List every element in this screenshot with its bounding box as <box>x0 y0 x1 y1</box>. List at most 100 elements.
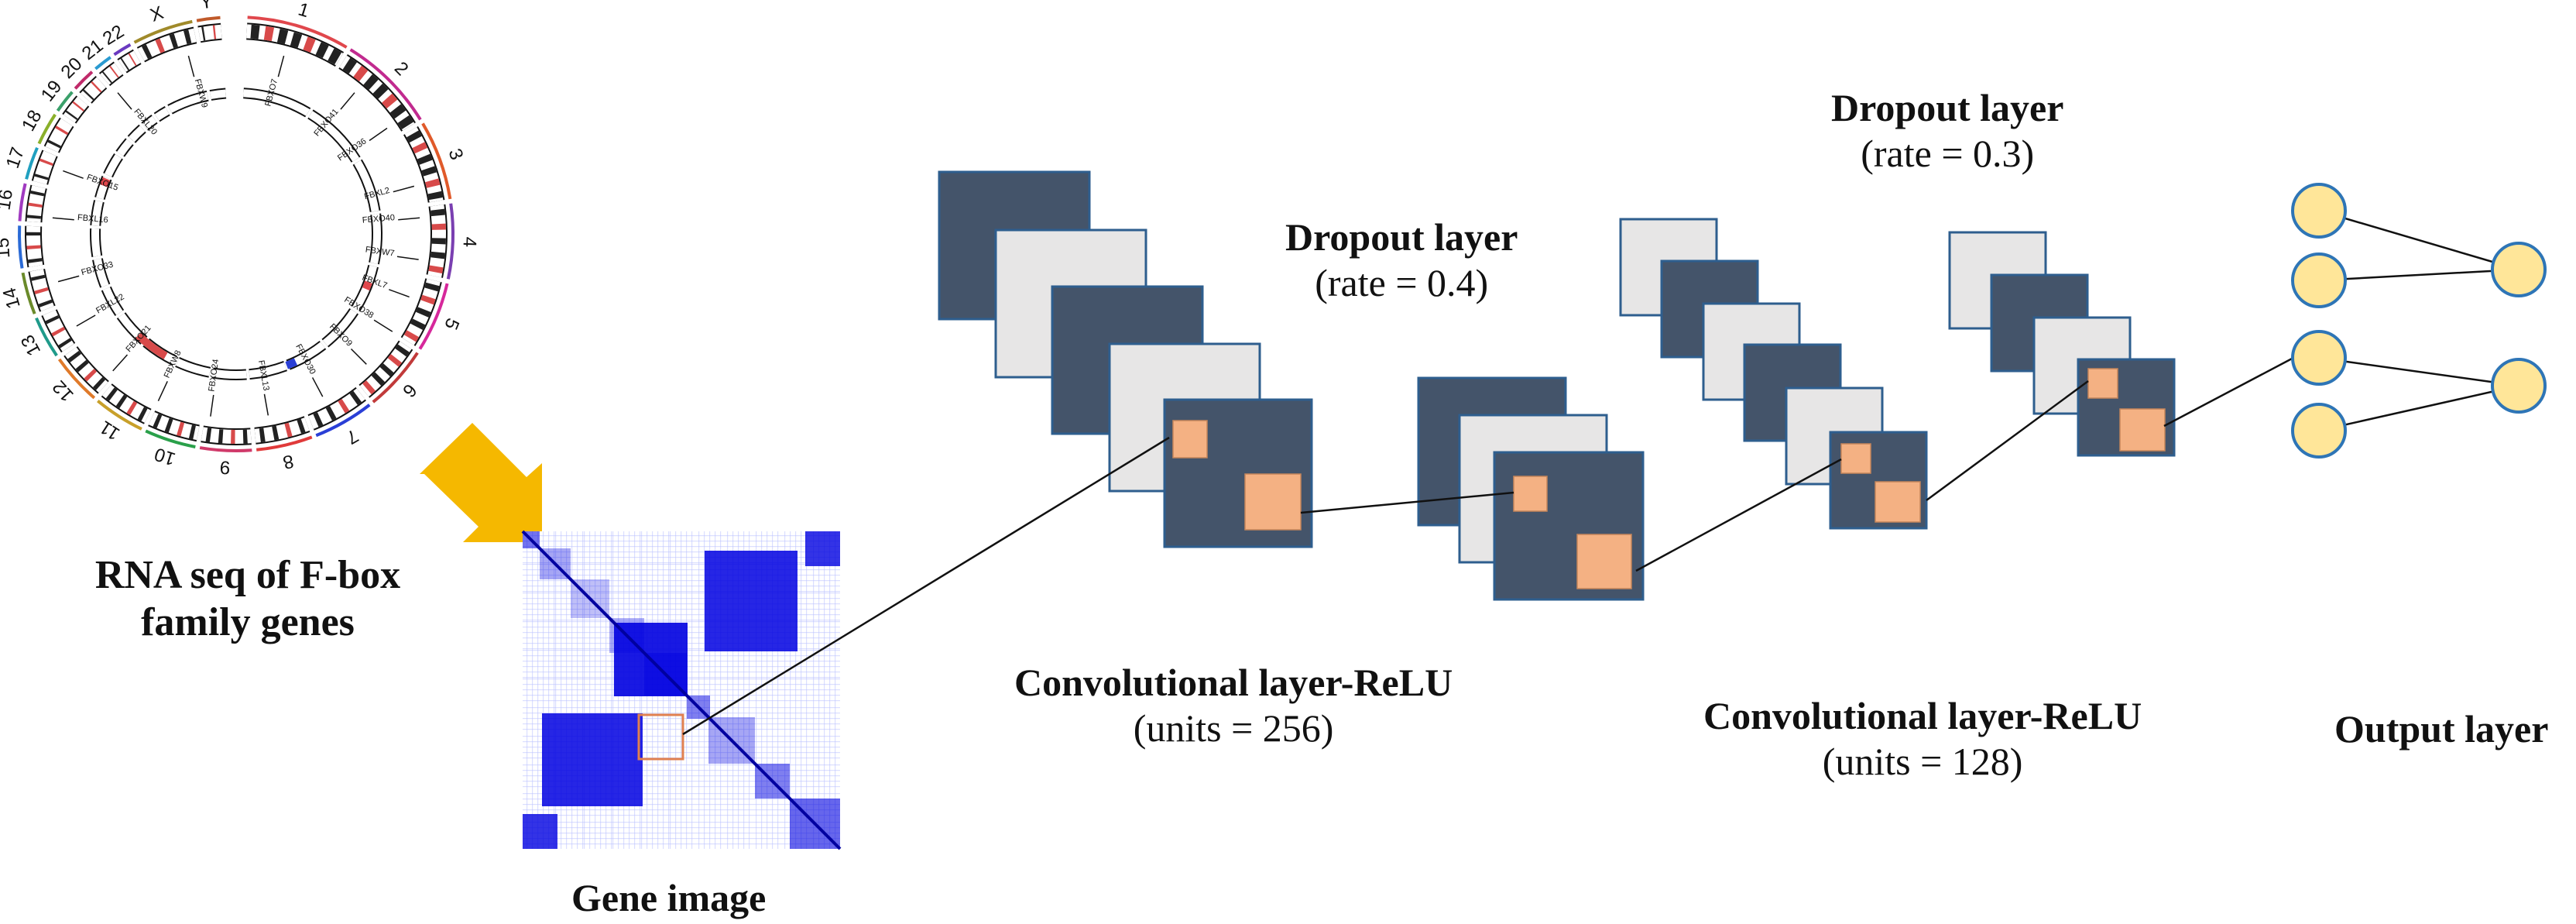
edge-n3-o2 <box>2318 356 2519 387</box>
heatmap-stripe <box>720 531 722 849</box>
band <box>188 424 196 440</box>
chromosome-ring-Y <box>196 15 221 22</box>
conv-layer-2-label: Convolutional layer-ReLU (units = 128) <box>1703 693 2142 785</box>
band <box>47 139 61 149</box>
band <box>313 412 324 428</box>
heatmap-stripe <box>605 531 607 849</box>
band <box>67 350 81 362</box>
band <box>325 406 337 421</box>
gene-tick <box>373 319 393 332</box>
band <box>328 48 342 65</box>
heatmap-stripe <box>795 531 797 849</box>
dropout-2-title: Dropout layer <box>1831 86 2064 129</box>
gene-tick <box>396 256 419 260</box>
gene-tick <box>277 55 285 77</box>
chromosome-ring-15 <box>18 225 24 269</box>
chromosome-label: 1 <box>296 0 312 22</box>
chromosome-ring-3 <box>421 122 452 200</box>
kernel-patch-2 <box>1244 473 1302 531</box>
input-neuron-3 <box>2291 330 2347 386</box>
heatmap-stripe <box>738 531 739 849</box>
band <box>75 359 89 373</box>
dropout-1-title: Dropout layer <box>1285 215 1518 259</box>
edge-n4-o2 <box>2318 384 2519 432</box>
band <box>410 318 426 330</box>
chromosome-label: 16 <box>0 188 17 211</box>
circos-plot: 12345678910111213141516171819202122XYFBX… <box>0 0 480 478</box>
band <box>397 115 414 130</box>
inner-ring-mark <box>100 177 111 187</box>
chromosome-label: 11 <box>96 416 124 444</box>
connector-conv2-to-drop2 <box>1926 380 2089 502</box>
band <box>263 26 275 42</box>
chromosome-ring-X <box>133 19 193 44</box>
chromosome-label: Y <box>199 0 214 13</box>
chromosome-label: 10 <box>152 443 178 469</box>
chromosome-ring-16 <box>18 183 27 222</box>
chromosome-label: 21 <box>78 35 108 64</box>
inner-ring-fill-Y <box>209 89 227 99</box>
heatmap-stripe <box>582 531 584 849</box>
band <box>34 173 49 180</box>
chromosome-ring-19 <box>56 91 74 112</box>
band <box>91 81 102 93</box>
heatmap-stripe <box>777 531 779 849</box>
inner-ring-fill-15 <box>91 228 101 257</box>
chromosome-label: 3 <box>444 146 467 163</box>
inner-ring-fill-13 <box>102 287 123 315</box>
chromosome-label: 4 <box>459 236 480 247</box>
input-neuron-2 <box>2291 252 2347 308</box>
edge-n1-o1 <box>2318 209 2519 271</box>
gene-tick <box>210 394 214 417</box>
band <box>303 36 316 53</box>
inner-ring-mark <box>285 358 298 369</box>
band <box>82 89 94 101</box>
ideogram-fill-8 <box>254 417 310 443</box>
heatmap-dense-block <box>542 713 643 806</box>
gene-tick <box>311 377 324 397</box>
chromosome-label: 8 <box>281 450 296 472</box>
band <box>169 33 178 49</box>
heatmap-stripe <box>571 531 573 849</box>
band <box>284 422 293 438</box>
band <box>371 372 386 386</box>
band <box>424 282 440 292</box>
inner-ring-fill-17 <box>96 176 111 200</box>
gene-tick <box>112 354 129 372</box>
dropout-layer-1-feature-maps <box>1417 376 1645 601</box>
band <box>141 44 153 60</box>
heatmap-stripe <box>523 752 840 754</box>
gene-tick <box>389 289 410 298</box>
inner-ring-fill-22 <box>154 107 170 121</box>
band <box>416 307 431 318</box>
heatmap-stripe <box>523 729 840 730</box>
output-neuron-1 <box>2491 242 2547 297</box>
chromosome-ring-20 <box>74 70 94 90</box>
chromosome-ring-4 <box>446 203 454 280</box>
edge-n2-o1 <box>2318 268 2519 282</box>
heatmap-stripe <box>543 531 544 849</box>
heatmap-dense-block <box>523 814 557 849</box>
band <box>417 153 433 165</box>
band <box>250 24 260 40</box>
band <box>430 208 445 217</box>
chromosome-label: 2 <box>390 58 413 81</box>
band <box>297 418 306 434</box>
dropout-layer-2-feature-maps <box>1948 231 2176 457</box>
inner-ring-fill-20 <box>129 125 146 143</box>
band <box>362 380 376 395</box>
conv-1-title: Convolutional layer-ReLU <box>1014 661 1453 704</box>
heatmap-stripe <box>577 531 578 849</box>
chromosome-label: 19 <box>37 77 67 106</box>
gene-tick <box>157 381 168 402</box>
chromosome-label: 14 <box>0 285 25 311</box>
output-network <box>2291 183 2547 459</box>
chromosome-ring-9 <box>199 446 252 452</box>
output-neuron-2 <box>2491 358 2547 414</box>
inner-ring-fill-2 <box>308 111 359 162</box>
chromosome-ring-2 <box>349 48 422 121</box>
gene-tick <box>340 92 355 110</box>
dropout-2-rate: (rate = 0.3) <box>1861 132 2035 175</box>
ideogram-fill-17 <box>33 150 57 185</box>
band <box>276 28 289 44</box>
